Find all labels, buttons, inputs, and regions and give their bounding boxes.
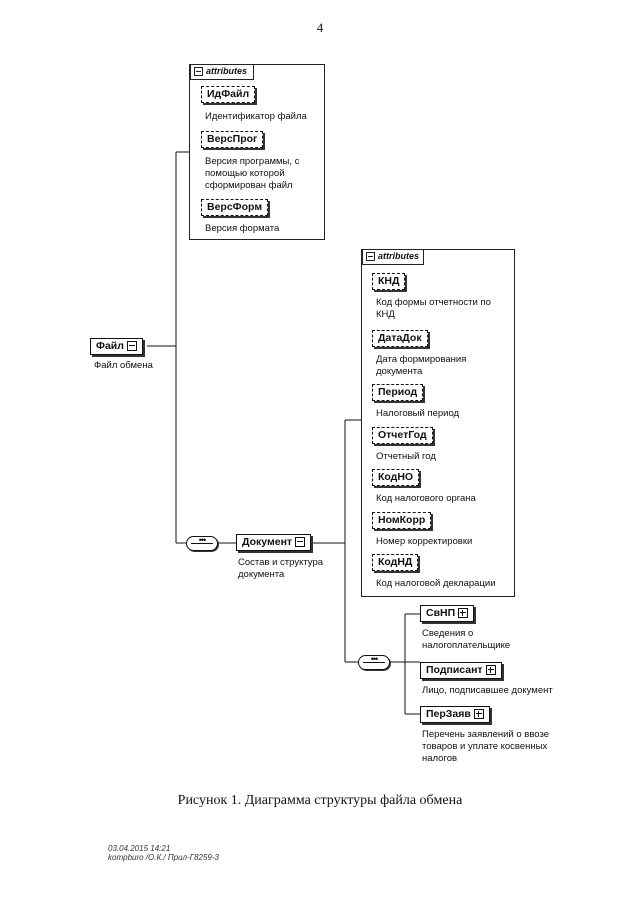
sequence-compositor-icon — [358, 654, 390, 670]
attribute-description: Код формы отчетности по КНД — [376, 297, 491, 320]
attribute-description: Идентификатор файла — [205, 111, 307, 122]
child-element-description: Перечень заявлений о ввозе товаров и упл… — [422, 729, 549, 764]
document-element-name: Документ — [242, 536, 293, 548]
attribute-description: Код налогового органа — [376, 493, 476, 504]
attribute-node[interactable]: НомКорр — [372, 512, 432, 529]
child-element-description: Лицо, подписавшее документ — [422, 685, 553, 696]
page-number: 4 — [316, 20, 324, 35]
collapse-icon[interactable] — [295, 537, 306, 548]
file-attributes-tab[interactable]: attributes — [190, 64, 254, 80]
root-element-node[interactable]: Файл — [90, 338, 143, 355]
child-element-name: СвНП — [426, 607, 456, 619]
root-element-name: Файл — [96, 340, 124, 352]
footer-author: kompburo /О.К./ Прил-Г8259-3 — [108, 853, 219, 862]
attribute-node[interactable]: Период — [372, 384, 424, 401]
document-element-description: Состав и структура документа — [238, 557, 324, 580]
attribute-description: Номер корректировки — [376, 536, 473, 547]
attribute-description: Налоговый период — [376, 408, 460, 419]
attribute-node[interactable]: ОтчетГод — [372, 427, 433, 444]
attributes-label: attributes — [378, 251, 420, 261]
attribute-node[interactable]: КодНО — [372, 469, 420, 486]
collapse-icon[interactable] — [366, 252, 375, 262]
attribute-description: Дата формирования документа — [376, 354, 467, 377]
expand-icon[interactable] — [485, 665, 496, 676]
footer-timestamp: 03.04.2015 14:21 — [108, 844, 171, 853]
child-element-name: ПерЗаяв — [426, 708, 471, 720]
attribute-description: Версия программы, с помощью которой сфор… — [205, 156, 300, 191]
attribute-description: Код налоговой декларации — [376, 578, 496, 589]
child-element-node[interactable]: Подписант — [420, 662, 502, 679]
collapse-icon[interactable] — [194, 67, 203, 77]
expand-icon[interactable] — [458, 608, 469, 619]
attribute-node[interactable]: ВерсПрог — [201, 131, 264, 148]
child-element-description: Сведения о налогоплательщике — [422, 628, 511, 651]
figure-caption: Рисунок 1. Диаграмма структуры файла обм… — [177, 793, 463, 808]
expand-icon[interactable] — [473, 709, 484, 720]
document-element-node[interactable]: Документ — [236, 534, 312, 551]
attributes-label: attributes — [206, 66, 248, 76]
attribute-node[interactable]: КНД — [372, 273, 406, 290]
attribute-node[interactable]: ВерсФорм — [201, 199, 269, 216]
attribute-node[interactable]: ИдФайл — [201, 86, 256, 103]
attribute-node[interactable]: КодНД — [372, 554, 419, 571]
collapse-icon[interactable] — [126, 341, 137, 352]
document-attributes-box — [361, 249, 515, 597]
document-attributes-tab[interactable]: attributes — [362, 249, 424, 265]
root-element-description: Файл обмена — [94, 360, 153, 371]
sequence-compositor-icon — [186, 535, 218, 551]
attribute-description: Отчетный год — [376, 451, 436, 462]
child-element-name: Подписант — [426, 664, 483, 676]
attribute-description: Версия формата — [205, 223, 280, 234]
attribute-node[interactable]: ДатаДок — [372, 330, 428, 347]
child-element-node[interactable]: СвНП — [420, 605, 475, 622]
child-element-node[interactable]: ПерЗаяв — [420, 706, 490, 723]
